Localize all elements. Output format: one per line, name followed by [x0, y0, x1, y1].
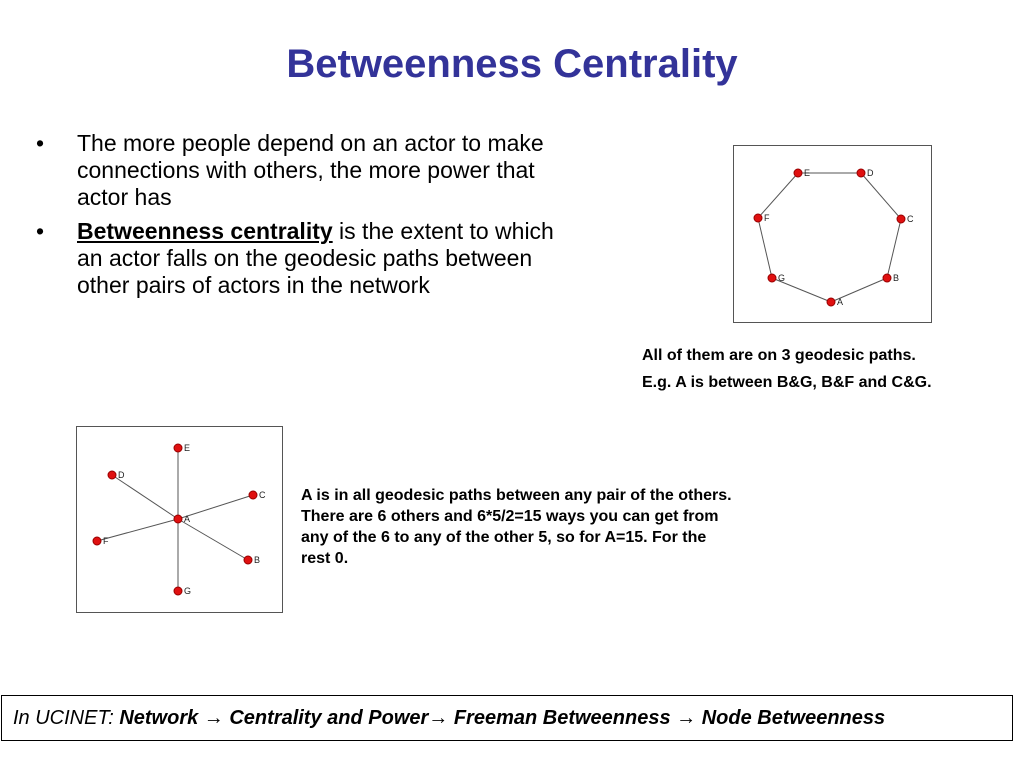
bullet-marker: •	[36, 218, 45, 244]
node-e	[173, 443, 183, 453]
node-d	[107, 470, 117, 480]
node-label-f: F	[764, 213, 770, 223]
menu-step-centrality: Centrality and Power	[229, 707, 429, 729]
node-label-f: F	[103, 536, 109, 546]
edge-c-d	[860, 172, 902, 220]
node-b	[243, 555, 253, 565]
star-network-diagram: A B C D E F G	[76, 426, 283, 613]
node-label-d: D	[867, 168, 874, 178]
node-b	[882, 273, 892, 283]
ring-caption: All of them are on 3 geodesic paths. E.g…	[642, 345, 1022, 393]
node-label-e: E	[804, 168, 810, 178]
node-a	[826, 297, 836, 307]
defined-term: Betweenness centrality	[77, 218, 333, 244]
node-label-c: C	[259, 490, 266, 500]
bullet-item: • Betweenness centrality is the extent t…	[36, 218, 566, 299]
edge-a-b	[177, 518, 249, 561]
node-c	[248, 490, 258, 500]
slide-title: Betweenness Centrality	[286, 42, 738, 86]
node-a	[173, 514, 183, 524]
edge-f-g	[757, 217, 773, 279]
node-label-a: A	[837, 297, 843, 307]
ring-network-diagram: A B C D E F G	[733, 145, 932, 323]
footer-prefix: In UCINET:	[13, 707, 120, 729]
node-g	[767, 273, 777, 283]
node-label-c: C	[907, 214, 914, 224]
bullet-item: • The more people depend on an actor to …	[36, 130, 566, 211]
edge-a-c	[177, 494, 254, 520]
node-d	[856, 168, 866, 178]
node-label-d: D	[118, 470, 125, 480]
edge-b-c	[886, 218, 902, 279]
edge-a-d	[111, 474, 179, 520]
ring-caption-line1: All of them are on 3 geodesic paths.	[642, 347, 916, 364]
node-label-g: G	[778, 273, 785, 283]
node-f	[92, 536, 102, 546]
node-label-a: A	[184, 514, 190, 524]
ring-caption-line2: E.g. A is between B&G, B&F and C&G.	[642, 374, 932, 391]
node-label-b: B	[254, 555, 260, 565]
edge-a-f	[96, 518, 179, 542]
arrow-right-icon: →	[676, 707, 697, 729]
node-label-b: B	[893, 273, 899, 283]
node-c	[896, 214, 906, 224]
arrow-right-icon: →	[203, 707, 224, 729]
menu-step-network: Network	[119, 707, 199, 729]
bullet-text: The more people depend on an actor to ma…	[77, 130, 544, 210]
bullet-marker: •	[36, 130, 45, 156]
arrow-right-icon: →	[428, 707, 449, 729]
node-f	[753, 213, 763, 223]
node-label-e: E	[184, 443, 190, 453]
edge-g-a	[771, 277, 832, 303]
menu-step-freeman: Freeman Betweenness	[453, 707, 671, 729]
node-e	[793, 168, 803, 178]
bullet-text: is the extent to which an actor falls on…	[77, 218, 554, 298]
node-g	[173, 586, 183, 596]
ring-network-svg: A B C D E F G	[753, 168, 914, 307]
edge-a-b	[830, 277, 888, 303]
star-caption: A is in all geodesic paths between any p…	[301, 487, 732, 567]
star-network-svg: A B C D E F G	[92, 443, 266, 596]
node-label-g: G	[184, 586, 191, 596]
bullet-list: • The more people depend on an actor to …	[36, 130, 566, 306]
edge-e-f	[757, 172, 799, 219]
ucinet-menu-path: In UCINET: Network → Centrality and Powe…	[1, 695, 1013, 741]
menu-step-node-betweenness: Node Betweenness	[701, 707, 886, 729]
